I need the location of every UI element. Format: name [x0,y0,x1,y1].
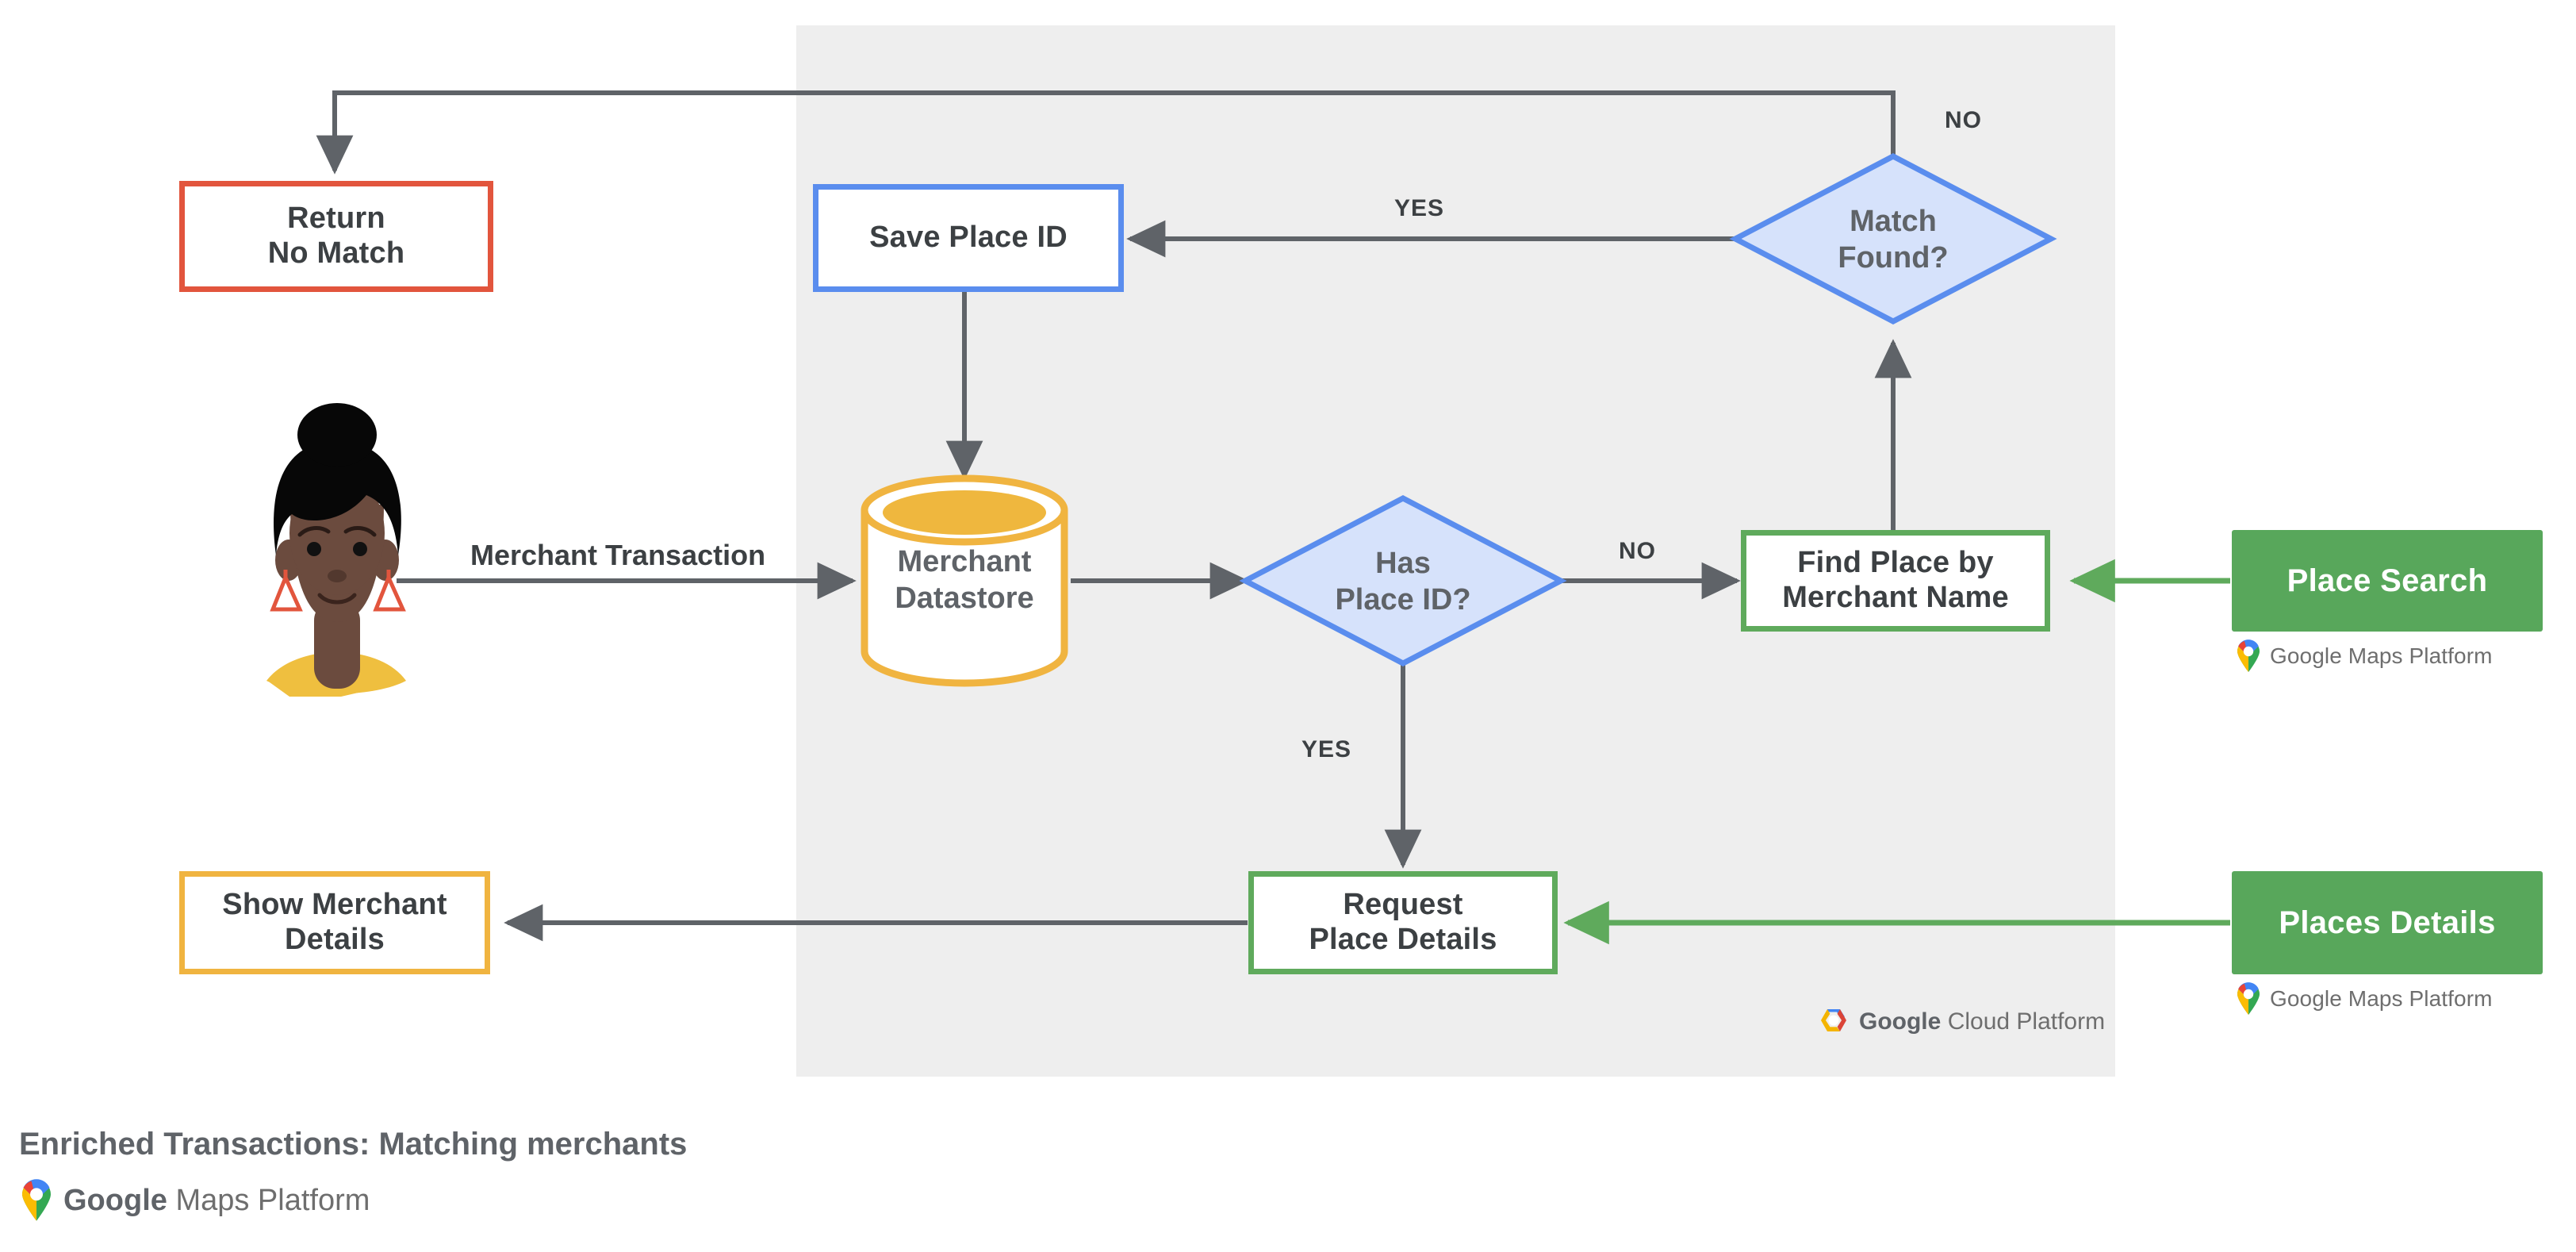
node-return-no-match[interactable]: Return No Match [179,181,493,292]
edge-label-no-has-place-id: NO [1619,538,1656,564]
edge-label-yes-has-place-id: YES [1301,736,1352,762]
node-match-found[interactable]: Match Found? [1782,193,2004,288]
page-title: Enriched Transactions: Matching merchant… [19,1127,688,1162]
decision-match-found-shape [1729,153,2057,325]
google-maps-pin-icon [2237,982,2260,1015]
google-maps-pin-icon [22,1179,51,1221]
edge-label-no-match-found: NO [1945,107,1982,133]
places-details-brand-text: Google Maps Platform [2270,986,2493,1011]
node-save-place-id-label: Save Place ID [869,221,1068,255]
node-place-search-label: Place Search [2287,563,2488,598]
google-cloud-hexagon-icon [1821,1009,1846,1031]
node-places-details-label: Places Details [2279,905,2496,940]
node-request-place-details-label: Request Place Details [1309,888,1497,956]
google-maps-pin-icon [2237,639,2260,672]
node-return-no-match-label: Return No Match [267,202,405,270]
gcp-panel-brand-suffix: Cloud Platform [1947,1008,2106,1035]
node-has-place-id[interactable]: Has Place ID? [1292,535,1514,630]
caption-brand-suffix: Maps Platform [175,1183,370,1217]
node-has-place-id-label: Has Place ID? [1335,547,1471,616]
node-show-merchant-details-label: Show Merchant Details [222,888,447,956]
edge-match-found-to-return-no-match [316,90,1896,175]
caption-brand-text: Google Maps Platform [63,1183,370,1217]
node-place-search[interactable]: Place Search [2232,530,2543,632]
edge-label-merchant-transaction: Merchant Transaction [470,539,766,571]
node-show-merchant-details[interactable]: Show Merchant Details [179,871,490,974]
place-search-brand-text: Google Maps Platform [2270,643,2493,668]
node-find-place-label: Find Place by Merchant Name [1782,546,2009,614]
places-details-brand: Google Maps Platform [2235,982,2493,1016]
place-search-brand: Google Maps Platform [2235,639,2493,673]
decision-has-place-id-shape [1239,495,1567,666]
caption-brand: Google Maps Platform [19,1179,370,1222]
gcp-panel-brand-text: Google Cloud Platform [1859,1008,2106,1035]
node-find-place[interactable]: Find Place by Merchant Name [1741,530,2050,632]
node-save-place-id[interactable]: Save Place ID [813,184,1124,292]
gcp-panel-brand: Google Cloud Platform [1818,1008,2105,1036]
node-places-details[interactable]: Places Details [2232,871,2543,974]
node-request-place-details[interactable]: Request Place Details [1248,871,1558,974]
node-merchant-datastore-label: Merchant Datastore [895,545,1034,615]
merchant-avatar-icon [266,403,406,697]
node-match-found-label: Match Found? [1838,205,1949,275]
datastore-shape [861,474,1068,687]
node-merchant-datastore[interactable]: Merchant Datastore [865,533,1064,628]
edge-label-yes-match-found: YES [1394,195,1445,221]
